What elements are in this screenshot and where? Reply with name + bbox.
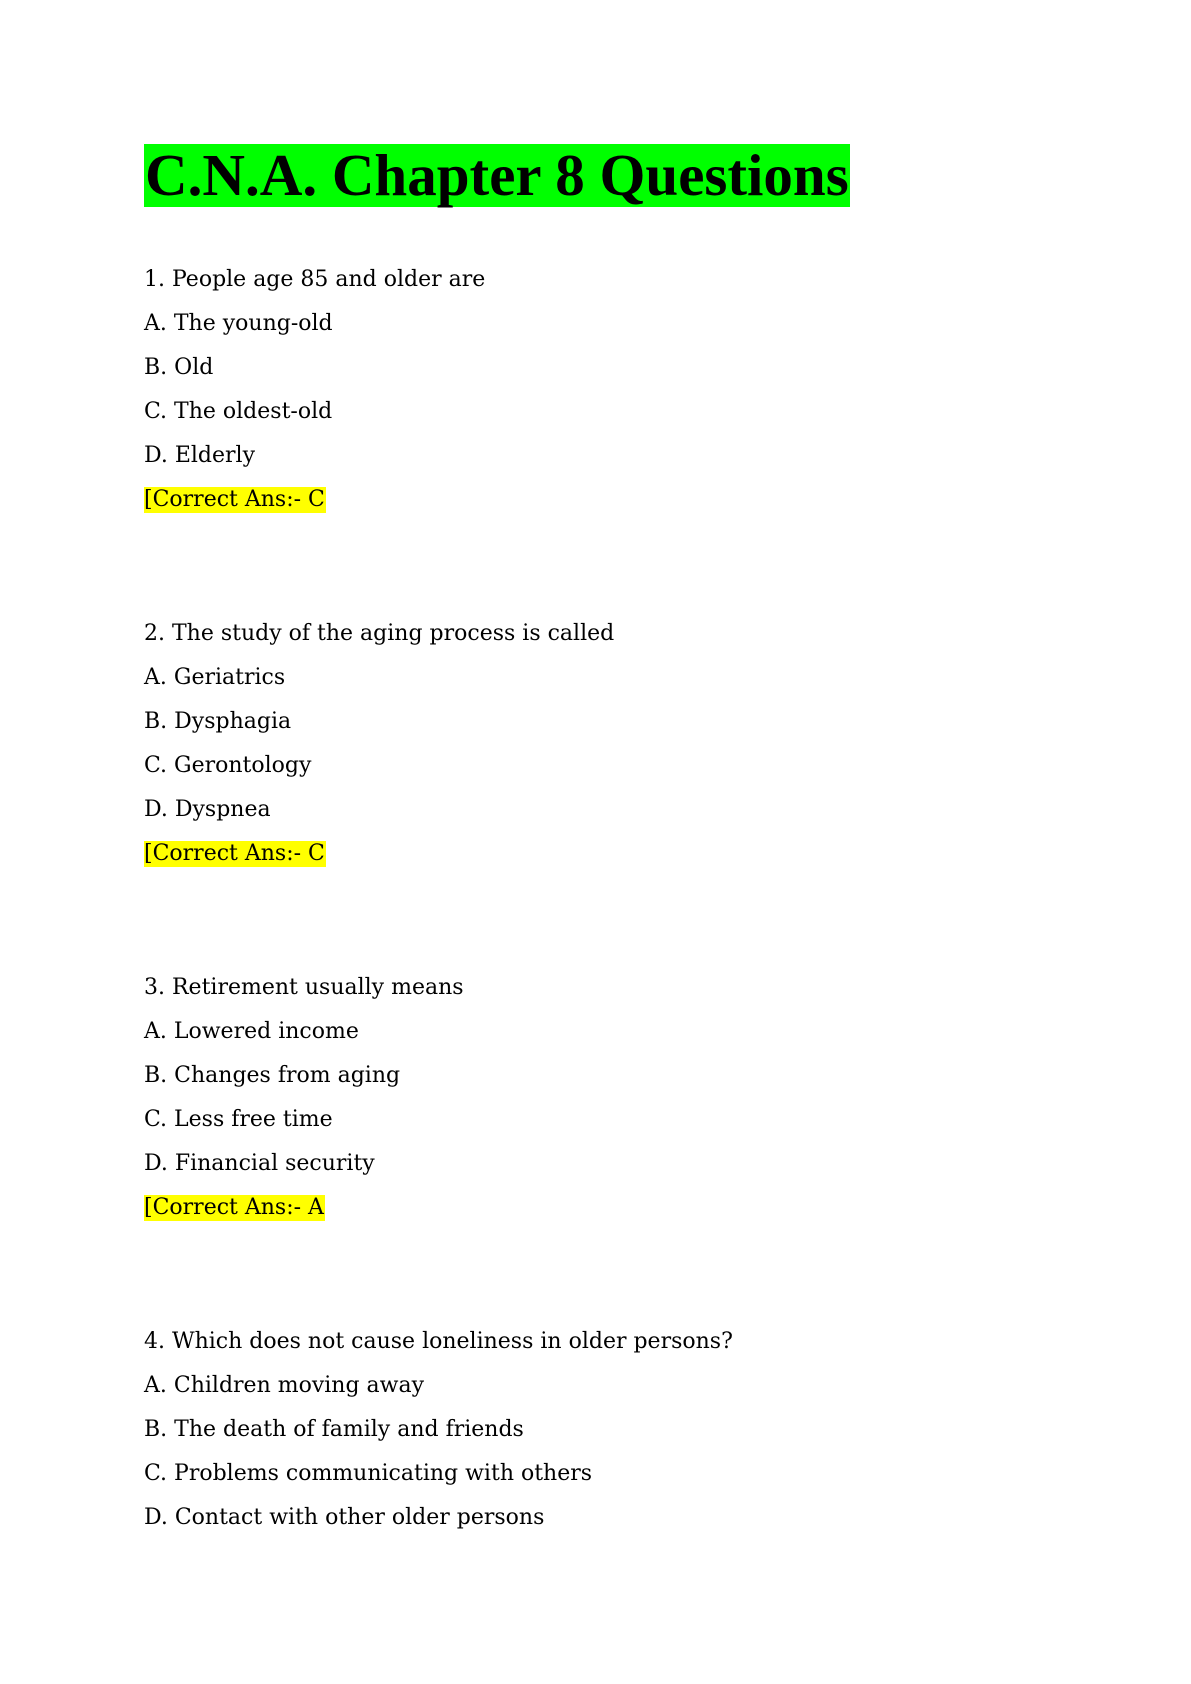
option-c: C. Gerontology — [144, 753, 312, 778]
correct-answer-line: [Correct Ans:- C — [144, 840, 1104, 868]
option-c: C. The oldest-old — [144, 399, 333, 424]
question-prompt: 2. The study of the aging process is cal… — [144, 621, 615, 646]
option-a: A. Children moving away — [144, 1373, 425, 1398]
correct-answer-line: [Correct Ans:- C — [144, 486, 1104, 514]
correct-answer-line: [Correct Ans:- A — [144, 1194, 1104, 1222]
option-b: B. The death of family and friends — [144, 1417, 524, 1442]
option-b: B. Old — [144, 355, 214, 380]
option-b: B. Changes from aging — [144, 1063, 401, 1088]
question-3: 3. Retirement usually means A. Lowered i… — [144, 974, 1104, 1238]
question-1: 1. People age 85 and older are A. The yo… — [144, 266, 1104, 530]
question-2: 2. The study of the aging process is cal… — [144, 620, 1104, 884]
option-a: A. Geriatrics — [144, 665, 286, 690]
question-prompt: 3. Retirement usually means — [144, 975, 464, 1000]
option-b: B. Dysphagia — [144, 709, 292, 734]
question-prompt: 1. People age 85 and older are — [144, 267, 486, 292]
option-d: D. Contact with other older persons — [144, 1505, 545, 1530]
correct-answer: [Correct Ans:- C — [144, 487, 326, 513]
document-title: C.N.A. Chapter 8 Questions — [144, 142, 850, 208]
option-c: C. Less free time — [144, 1107, 333, 1132]
correct-answer: [Correct Ans:- A — [144, 1195, 325, 1221]
option-d: D. Elderly — [144, 443, 256, 468]
correct-answer: [Correct Ans:- C — [144, 841, 326, 867]
option-d: D. Financial security — [144, 1151, 375, 1176]
option-a: A. Lowered income — [144, 1019, 359, 1044]
question-4: 4. Which does not cause loneliness in ol… — [144, 1328, 1104, 1548]
option-c: C. Problems communicating with others — [144, 1461, 593, 1486]
option-a: A. The young-old — [144, 311, 333, 336]
question-prompt: 4. Which does not cause loneliness in ol… — [144, 1329, 733, 1354]
option-d: D. Dyspnea — [144, 797, 271, 822]
